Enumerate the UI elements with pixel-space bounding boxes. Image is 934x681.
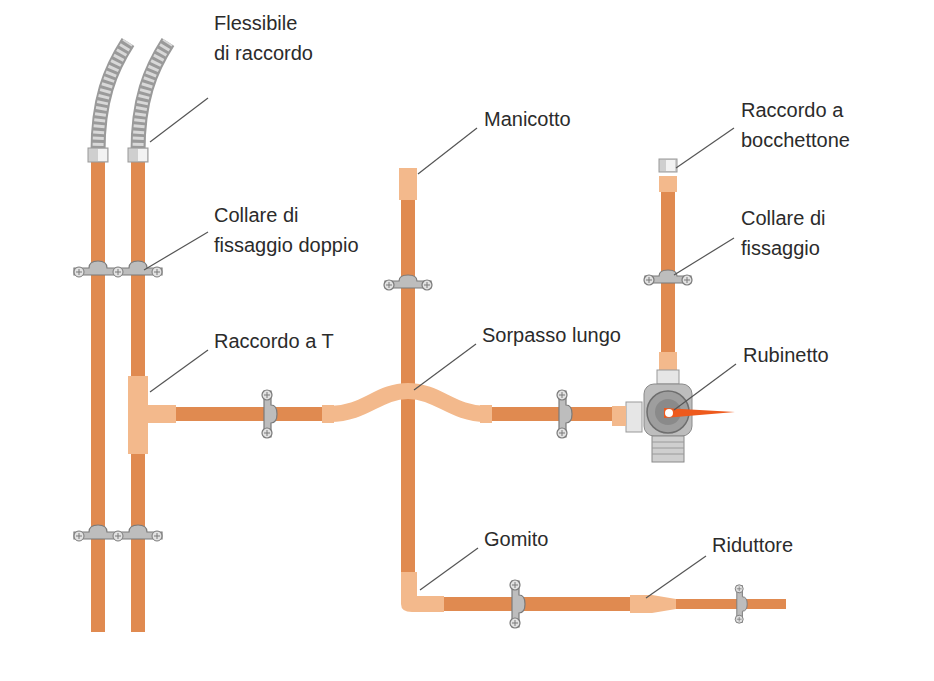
pipe	[444, 597, 632, 611]
hose-nut	[128, 148, 148, 162]
union-nut	[666, 160, 675, 171]
pipe	[676, 599, 786, 609]
tee-fitting	[148, 405, 176, 423]
hose-nut	[98, 149, 107, 161]
tee-fitting	[128, 376, 148, 454]
hose-nut	[88, 148, 108, 162]
part-label: Rubinetto	[743, 340, 829, 370]
flexible-hose	[138, 42, 168, 152]
hose-braid	[98, 42, 128, 152]
union-fitting	[659, 176, 677, 192]
double-clip	[74, 525, 162, 541]
valve-nut	[657, 370, 679, 384]
part-label: Raccordo a T	[214, 326, 334, 356]
pipe	[176, 407, 328, 421]
leader-lines	[144, 98, 736, 598]
leader-line	[414, 344, 476, 390]
valve-outlet	[652, 436, 684, 462]
pipe-clip	[735, 585, 747, 623]
pipe	[91, 160, 105, 632]
pipe-clip	[384, 275, 432, 290]
fitting	[659, 352, 677, 370]
leader-line	[150, 98, 208, 142]
leader-line	[674, 238, 734, 275]
reducer	[630, 595, 676, 613]
part-label: Sorpasso lungo	[482, 320, 621, 350]
part-label: Riduttore	[712, 530, 793, 560]
crossover	[330, 391, 486, 414]
hose-nut	[138, 149, 147, 161]
part-label: Collare di fissaggio	[741, 203, 829, 263]
pipe-clip	[557, 390, 572, 438]
handle-pivot	[665, 409, 673, 417]
leader-line	[676, 128, 734, 168]
leader-line	[150, 350, 208, 392]
sleeve	[399, 168, 417, 200]
flexible-hose	[98, 42, 128, 152]
union-nut	[659, 159, 677, 172]
part-label: Flessibile di raccordo	[214, 8, 316, 68]
hose-braid	[138, 42, 168, 152]
leader-line	[144, 232, 208, 270]
leader-line	[646, 556, 706, 598]
thread	[652, 442, 684, 454]
pipe-clip	[262, 390, 277, 438]
leader-line	[674, 364, 736, 410]
double-clip	[74, 261, 162, 277]
part-label: Collare di fissaggio doppio	[214, 200, 362, 260]
pipe-clip	[510, 580, 525, 628]
part-label: Gomito	[484, 524, 548, 554]
pipe-clip	[644, 270, 692, 285]
fitting	[612, 406, 626, 426]
valve-nut	[626, 402, 642, 432]
leader-line	[418, 128, 477, 174]
pipe	[492, 407, 612, 421]
part-label: Raccordo a bocchettone	[741, 95, 853, 155]
part-label: Manicotto	[484, 104, 571, 134]
leader-line	[420, 548, 478, 590]
